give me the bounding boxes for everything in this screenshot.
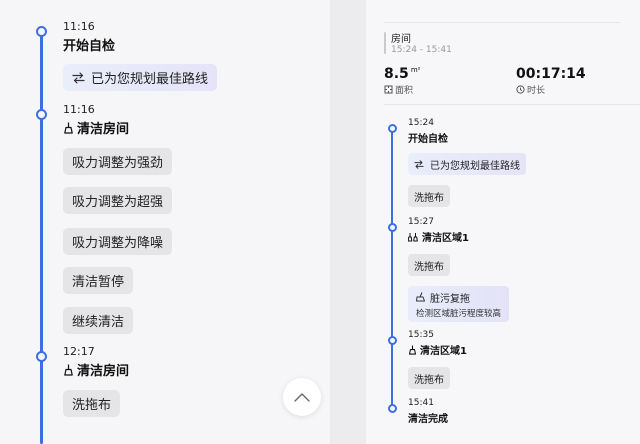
timeline-node xyxy=(36,351,47,362)
entry-time: 15:24 xyxy=(408,118,434,128)
suction-max-chip[interactable]: 吸力调整为超强 xyxy=(63,187,173,214)
timeline-node xyxy=(36,109,47,120)
header-divider xyxy=(384,104,640,105)
area-label-text: 面积 xyxy=(395,86,414,96)
area-unit: m² xyxy=(410,66,421,74)
entry-time: 11:16 xyxy=(63,20,95,33)
entry-time: 15:27 xyxy=(408,217,434,227)
entry-time: 15:35 xyxy=(408,330,434,340)
chevron-up-icon xyxy=(294,392,310,402)
area-clean-icon xyxy=(408,232,419,242)
timeline-node xyxy=(36,26,47,37)
suction-quiet-chip[interactable]: 吸力调整为降噪 xyxy=(63,228,173,255)
card-top-divider xyxy=(384,22,620,23)
entry-title: 清洁区域1 xyxy=(408,229,469,244)
timeline-track xyxy=(391,128,393,410)
route-planned-chip[interactable]: 已为您规划最佳路线 xyxy=(408,153,526,175)
area-icon xyxy=(384,85,393,94)
left-cleaning-log-panel[interactable]: 11:16 开始自检 已为您规划最佳路线 11:16 清洁房间 吸力调整为强劲 … xyxy=(0,0,330,444)
entry-title: 清洁房间 xyxy=(63,360,129,379)
dirty-remop-subtitle: 检测区域脏污程度较高 xyxy=(416,308,502,319)
wash-mop-chip[interactable]: 洗拖布 xyxy=(63,390,121,417)
duration-label-text: 时长 xyxy=(527,86,546,96)
timeline-node xyxy=(387,223,397,232)
entry-title-text: 清洁区域1 xyxy=(422,233,469,244)
duration-value: 00:17:14 xyxy=(516,66,586,82)
entry-title: 开始自检 xyxy=(408,130,448,145)
route-swap-icon xyxy=(72,71,85,84)
entry-title-text: 清洁区域1 xyxy=(420,346,467,357)
entry-title-text: 清洁房间 xyxy=(77,122,130,137)
room-time-range: 15:24 - 15:41 xyxy=(391,45,452,55)
broom-icon xyxy=(408,345,417,355)
route-swap-icon xyxy=(414,159,424,169)
broom-icon xyxy=(63,122,74,134)
timeline-node xyxy=(387,404,397,413)
wash-mop-chip[interactable]: 洗拖布 xyxy=(408,367,450,389)
broom-icon xyxy=(63,364,74,376)
dirty-remop-chip[interactable]: 脏污复拖 检测区域脏污程度较高 xyxy=(408,286,510,322)
chip-label: 已为您规划最佳路线 xyxy=(91,72,209,87)
timeline-node xyxy=(387,124,397,133)
entry-title: 清洁房间 xyxy=(63,118,129,137)
mop-icon xyxy=(416,292,426,302)
entry-time: 11:16 xyxy=(63,103,95,116)
entry-title: 开始自检 xyxy=(63,35,115,54)
entry-time: 12:17 xyxy=(63,345,95,358)
room-indicator-bar xyxy=(384,32,386,54)
entry-title: 清洁区域1 xyxy=(408,342,467,357)
room-label: 房间 xyxy=(391,34,411,45)
chip-label: 已为您规划最佳路线 xyxy=(430,160,520,172)
dirty-remop-header: 脏污复拖 xyxy=(416,290,470,305)
entry-title-text: 清洁完成 xyxy=(408,414,448,425)
entry-title-text: 开始自检 xyxy=(408,134,448,145)
pause-cleaning-chip[interactable]: 清洁暂停 xyxy=(63,267,134,294)
route-planned-chip[interactable]: 已为您规划最佳路线 xyxy=(63,64,218,91)
entry-title-text: 开始自检 xyxy=(63,39,116,54)
dirty-remop-title: 脏污复拖 xyxy=(430,293,470,305)
area-number: 8.5 xyxy=(384,66,409,82)
wash-mop-chip[interactable]: 洗拖布 xyxy=(408,185,450,207)
clock-icon xyxy=(516,85,525,94)
timeline-node xyxy=(387,336,397,345)
entry-title-text: 清洁房间 xyxy=(77,364,130,379)
scroll-to-top-button[interactable] xyxy=(283,378,321,416)
area-label: 面积 xyxy=(384,83,413,96)
duration-label: 时长 xyxy=(516,83,545,96)
entry-time: 15:41 xyxy=(408,398,434,408)
suction-strong-chip[interactable]: 吸力调整为强劲 xyxy=(63,148,173,175)
entry-title: 清洁完成 xyxy=(408,410,448,425)
timeline-track xyxy=(40,32,43,444)
wash-mop-chip[interactable]: 洗拖布 xyxy=(408,254,450,276)
resume-cleaning-chip[interactable]: 继续清洁 xyxy=(63,307,134,334)
